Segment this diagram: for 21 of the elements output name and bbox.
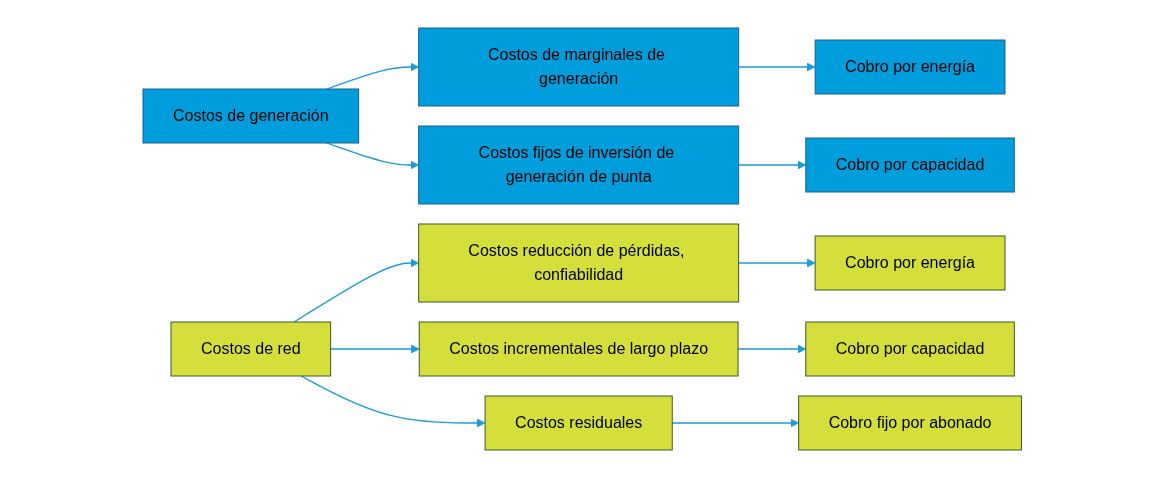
node-box: Cobro por capacidad bbox=[805, 137, 1016, 193]
arrow bbox=[738, 258, 816, 268]
node-box: Cobro fijo por abonado bbox=[798, 395, 1023, 451]
node-box: Costos de marginales de generación bbox=[418, 27, 740, 107]
arrow bbox=[738, 160, 807, 170]
node-box: Costos reducción de pérdidas, confiabilidad bbox=[418, 223, 740, 303]
node-box: Costos residuales bbox=[484, 395, 673, 451]
node-box: Cobro por energía bbox=[814, 235, 1006, 291]
node-box: Costos incrementales de largo plazo bbox=[419, 321, 739, 377]
arrow bbox=[330, 344, 420, 354]
node-box: Costos de generación bbox=[142, 88, 360, 144]
arrow bbox=[737, 344, 807, 354]
node-box: Costos fijos de inversión de generación de punta bbox=[418, 125, 740, 205]
node-box: Cobro por energía bbox=[814, 39, 1006, 95]
arrow bbox=[300, 375, 486, 428]
arrow bbox=[671, 418, 800, 428]
arrow bbox=[738, 62, 816, 72]
node-box: Costos de red bbox=[170, 321, 332, 377]
node-box: Cobro por capacidad bbox=[805, 321, 1016, 377]
arrow bbox=[326, 62, 420, 90]
arrow bbox=[293, 258, 420, 323]
